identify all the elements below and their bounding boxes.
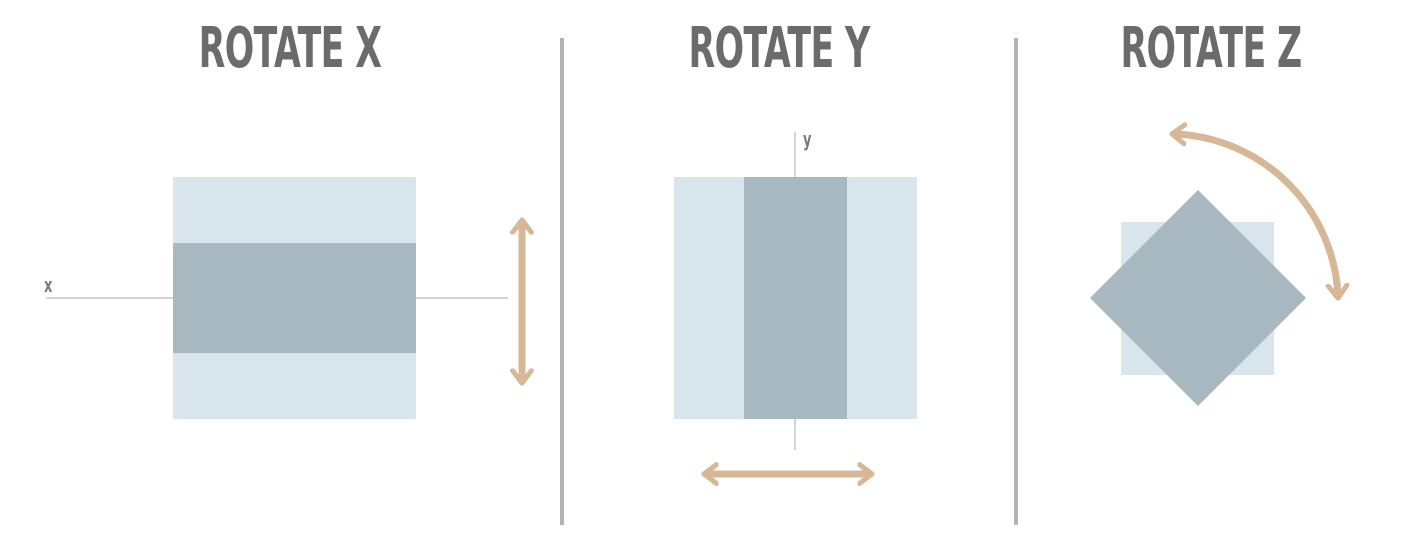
rotate-x-panel [46, 177, 522, 419]
rotate-x-title: ROTATE X [198, 16, 382, 81]
curved-rotation-arrow-icon [1174, 134, 1338, 296]
rotate-y-title: ROTATE Y [688, 16, 870, 81]
panel-divider-left [560, 38, 564, 525]
panel-divider-right [1014, 38, 1018, 525]
x-axis-label: x [44, 273, 53, 297]
y-axis-label: y [803, 127, 812, 151]
rotate-y-panel [674, 132, 917, 474]
rotate-x-rotated-face [173, 243, 416, 353]
rotate-z-title: ROTATE Z [1120, 16, 1302, 81]
rotate-z-panel [1090, 134, 1338, 406]
rotate-y-rotated-face [744, 177, 847, 419]
